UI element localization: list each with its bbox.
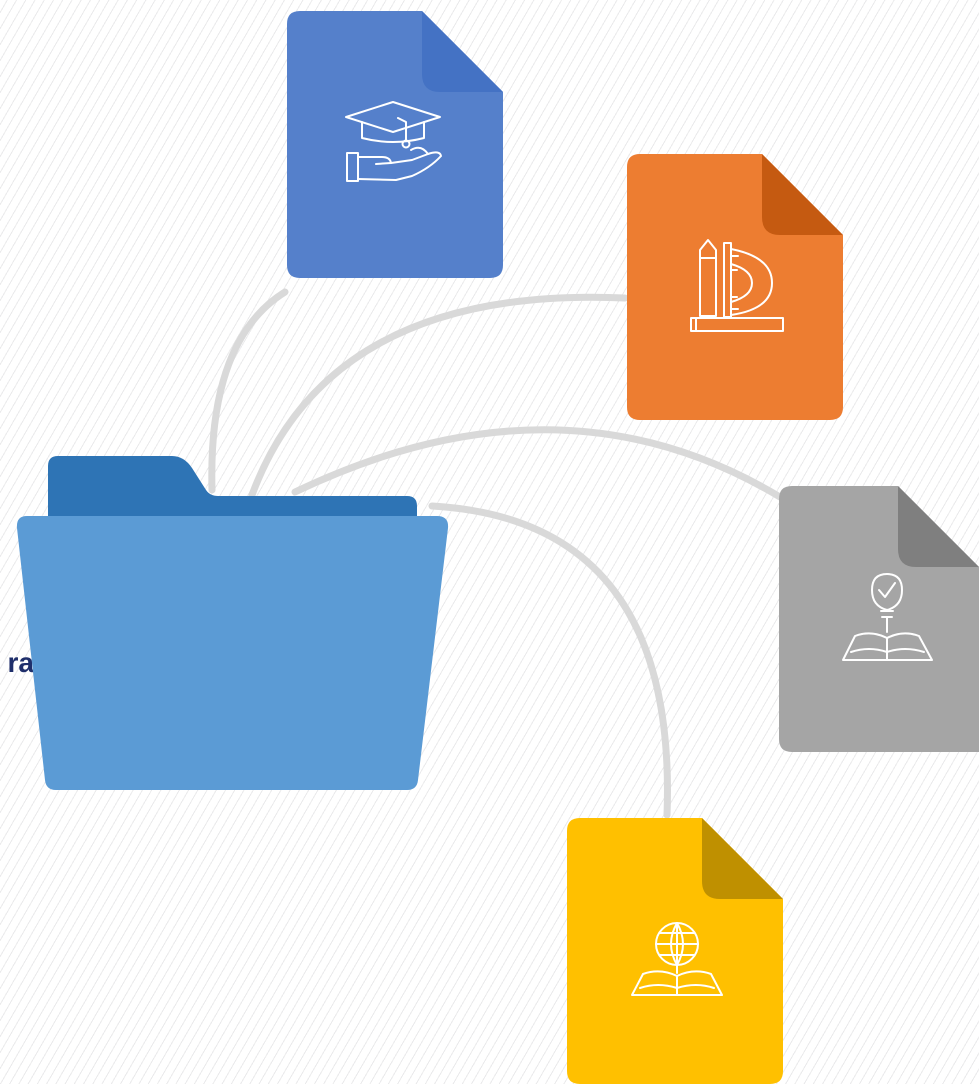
document-fold (898, 486, 979, 567)
document-fold (762, 154, 843, 235)
document-body (287, 11, 503, 278)
folder-back (48, 456, 417, 530)
document-body (779, 486, 979, 752)
document-global[interactable] (567, 818, 783, 1084)
document-body (627, 154, 843, 420)
folder-front (16, 516, 449, 790)
pencil-ruler-protractor-book-icon (690, 239, 784, 332)
partial-label-text: ra (7, 647, 34, 678)
connector-design (248, 293, 629, 499)
document-fold (702, 818, 783, 899)
connectors (208, 288, 784, 819)
document-fold (422, 11, 503, 92)
connector-education (208, 288, 289, 494)
document-body (567, 818, 783, 1084)
document-design[interactable] (627, 154, 843, 420)
lightbulb-check-book-icon (842, 573, 933, 661)
document-ideas[interactable] (779, 486, 979, 752)
folder-icon (16, 456, 449, 790)
connector-global (428, 502, 671, 819)
graduation-cap-hand-icon (345, 101, 442, 182)
document-education[interactable] (287, 11, 503, 278)
connector-ideas (291, 426, 784, 501)
globe-book-icon (631, 922, 723, 996)
